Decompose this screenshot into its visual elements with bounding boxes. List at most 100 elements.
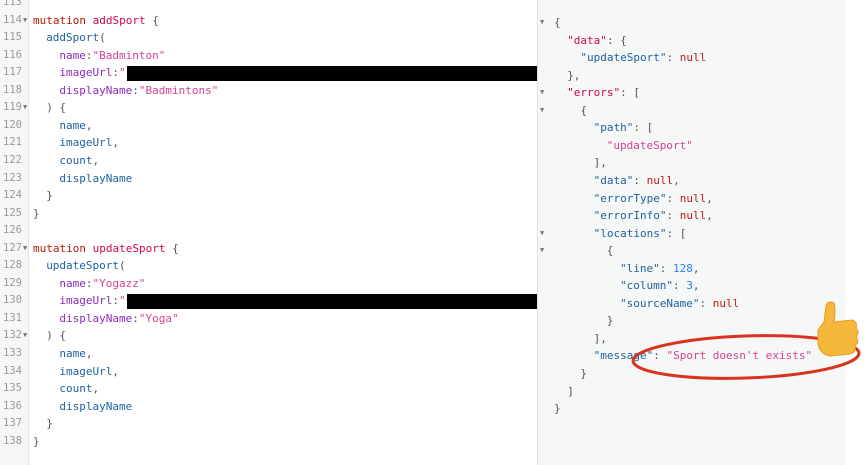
code-token: addSport bbox=[92, 13, 146, 27]
code-token: : bbox=[699, 296, 713, 310]
code-line: "updateSport": null bbox=[580, 49, 706, 67]
fold-arrow-icon[interactable]: ▼ bbox=[23, 15, 28, 24]
redacted-url bbox=[127, 294, 537, 310]
line-number: 121 bbox=[3, 136, 22, 149]
code-token: count bbox=[59, 153, 93, 167]
fold-arrow-icon[interactable]: ▼ bbox=[23, 331, 28, 340]
code-line: name:"Badminton" bbox=[59, 47, 165, 65]
fold-arrow-icon[interactable]: ▼ bbox=[23, 243, 28, 252]
code-token: : bbox=[85, 276, 93, 290]
code-token: , bbox=[112, 364, 119, 378]
code-line: } bbox=[46, 187, 53, 205]
code-line: "errorInfo": null, bbox=[594, 207, 713, 225]
code-line: } bbox=[607, 312, 614, 330]
code-token: { bbox=[165, 241, 179, 255]
code-token: : { bbox=[606, 33, 627, 47]
code-token: : bbox=[132, 83, 139, 97]
fold-arrow-icon[interactable]: ▼ bbox=[540, 228, 545, 237]
code-token: "message" bbox=[593, 349, 654, 363]
code-token: ) { bbox=[46, 101, 67, 115]
code-line: ], bbox=[594, 330, 607, 348]
code-token: "updateSport" bbox=[580, 51, 667, 65]
code-token: { bbox=[580, 103, 588, 117]
line-number: 130 bbox=[3, 294, 22, 307]
fold-arrow-icon[interactable]: ▼ bbox=[23, 103, 28, 112]
code-token: , bbox=[706, 209, 713, 223]
code-token: { bbox=[554, 16, 561, 29]
code-line: } bbox=[33, 433, 40, 451]
code-token: 3 bbox=[686, 279, 693, 293]
line-number: 129 bbox=[3, 276, 22, 289]
code-line: imageUrl, bbox=[59, 363, 119, 381]
code-token: } bbox=[46, 417, 53, 431]
code-line: ], bbox=[594, 154, 607, 172]
code-line: imageUrl, bbox=[59, 134, 119, 152]
code-token: null bbox=[712, 296, 740, 310]
code-token: : bbox=[672, 279, 687, 293]
line-number: 127 bbox=[3, 241, 22, 254]
code-token: : bbox=[666, 209, 680, 223]
code-token: ( bbox=[99, 31, 106, 45]
code-token: name bbox=[59, 276, 86, 290]
fold-arrow-icon[interactable]: ▼ bbox=[540, 246, 545, 255]
line-number: 137 bbox=[3, 417, 22, 430]
code-token: , bbox=[85, 118, 93, 132]
fold-arrow-icon[interactable]: ▼ bbox=[540, 105, 545, 114]
code-token: : bbox=[112, 294, 119, 308]
code-token: , bbox=[692, 261, 700, 275]
code-line: name, bbox=[59, 117, 92, 135]
code-line: { bbox=[580, 102, 587, 120]
redacted-url bbox=[127, 66, 537, 82]
code-token: : bbox=[112, 66, 119, 80]
code-token: displayName bbox=[59, 171, 133, 185]
code-line: mutation updateSport { bbox=[33, 240, 179, 258]
code-token: imageUrl bbox=[59, 136, 113, 150]
code-token: "column" bbox=[620, 279, 673, 293]
code-token: "errorInfo" bbox=[593, 209, 667, 223]
code-line: "path": [ bbox=[594, 119, 654, 137]
code-token: } bbox=[580, 367, 588, 380]
code-line: "data": null, bbox=[594, 172, 680, 190]
code-token: ( bbox=[119, 259, 126, 273]
code-token: updateSport bbox=[46, 259, 120, 273]
code-token: "line" bbox=[620, 261, 660, 275]
code-line: "locations": [ bbox=[594, 225, 687, 243]
code-line: displayName bbox=[59, 170, 132, 188]
code-line: updateSport( bbox=[46, 257, 125, 275]
code-line: imageUrl:" bbox=[59, 64, 125, 82]
code-line: }, bbox=[567, 67, 580, 85]
code-token: 128 bbox=[673, 261, 693, 275]
code-token: ], bbox=[593, 156, 607, 170]
code-token: { bbox=[145, 13, 159, 27]
code-token: null bbox=[646, 173, 674, 187]
line-number: 138 bbox=[3, 434, 22, 447]
code-line: { bbox=[554, 14, 561, 32]
code-line: "data": { bbox=[567, 32, 627, 50]
line-number: 126 bbox=[3, 224, 22, 237]
code-token: "data" bbox=[567, 33, 607, 47]
result-viewer[interactable]: ▼{"data": {"updateSport": null},▼"errors… bbox=[537, 0, 846, 465]
fold-arrow-icon[interactable]: ▼ bbox=[540, 88, 545, 97]
code-line: ) { bbox=[46, 327, 66, 345]
line-number: 114 bbox=[3, 13, 22, 26]
code-token: "errorType" bbox=[593, 191, 667, 205]
code-line: ) { bbox=[46, 99, 66, 117]
code-token: } bbox=[606, 314, 614, 328]
line-number: 134 bbox=[3, 364, 22, 377]
code-token: : bbox=[132, 311, 139, 325]
code-token: displayName bbox=[59, 83, 133, 97]
code-line: count, bbox=[59, 380, 99, 398]
code-token: : bbox=[659, 261, 673, 275]
code-token: mutation bbox=[33, 241, 86, 255]
fold-arrow-icon[interactable]: ▼ bbox=[540, 18, 545, 26]
code-token: ], bbox=[593, 331, 607, 345]
code-token: displayName bbox=[59, 311, 133, 325]
line-number: 124 bbox=[3, 189, 22, 202]
code-token: } bbox=[33, 434, 40, 448]
code-token: imageUrl bbox=[59, 66, 113, 80]
code-token: imageUrl bbox=[59, 294, 113, 308]
code-token: addSport bbox=[46, 31, 100, 45]
code-token: imageUrl bbox=[59, 364, 113, 378]
line-number: 136 bbox=[3, 399, 22, 412]
